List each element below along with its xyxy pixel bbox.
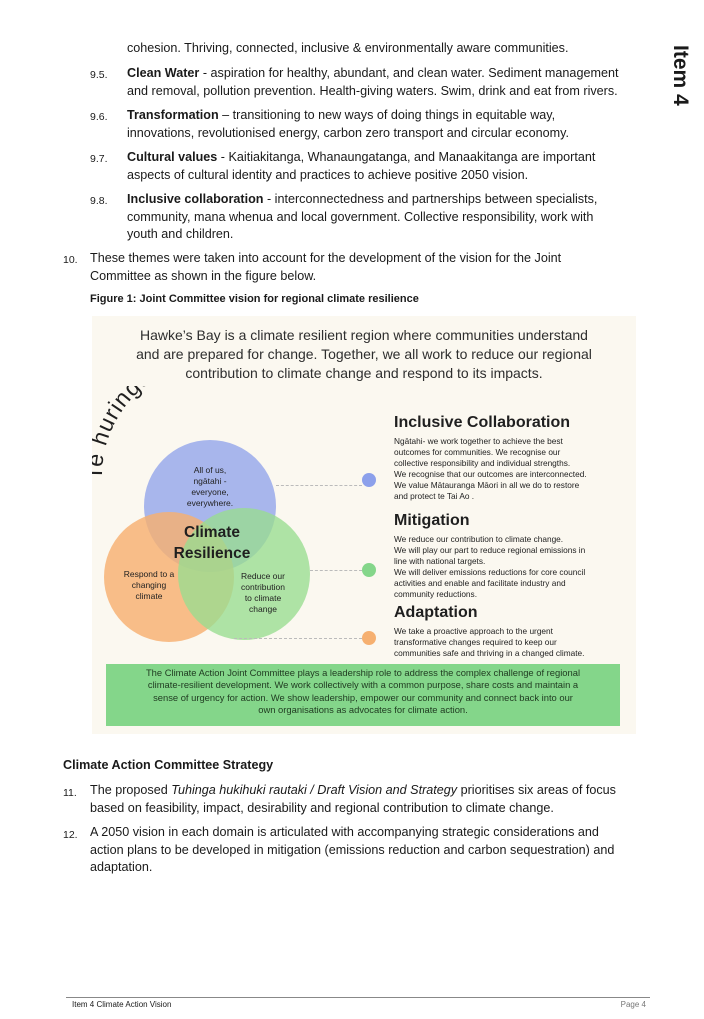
- figure-header: Hawke’s Bay is a climate resilient regio…: [92, 326, 636, 383]
- theme-text: aspects of cultural identity and practic…: [127, 167, 529, 182]
- label-line: contribution: [241, 582, 285, 592]
- theme-inclusive-collaboration: Inclusive collaboration - interconnected…: [127, 191, 597, 244]
- sec-line: We recognise that our outcomes are inter…: [394, 469, 587, 479]
- band-line: The Climate Action Joint Committee plays…: [145, 667, 581, 678]
- band-line: own organisations as advocates for clima…: [258, 704, 468, 716]
- label-line: All of us,: [193, 465, 227, 475]
- green-circle-label: Reduce our contribution to climate chang…: [226, 571, 300, 615]
- page-number: Page 4: [620, 1000, 646, 1009]
- connector-line: [310, 570, 362, 571]
- blue-dot-icon: [362, 473, 376, 487]
- theme-text: - Kaitiakitanga, Whanaungatanga, and Man…: [217, 150, 596, 164]
- blue-circle-label: All of us, ngātahi - everyone, everywher…: [172, 465, 248, 509]
- label-line: everywhere.: [186, 498, 234, 508]
- band-line: sense of urgency for action. We show lea…: [153, 691, 573, 703]
- label-line: change: [249, 604, 277, 614]
- theme-cultural-values: Cultural values - Kaitiakitanga, Whanaun…: [127, 149, 595, 184]
- label-line: ngātahi -: [193, 476, 227, 486]
- section-text-mitigation: We reduce our contribution to climate ch…: [394, 534, 630, 600]
- para-line: adaptation.: [90, 860, 153, 874]
- sec-line: line with national targets.: [394, 556, 486, 566]
- sec-line: Ngātahi- we work together to achieve the…: [394, 436, 563, 446]
- strategy-title: Tuhinga hukihuki rautaki / Draft Vision …: [171, 783, 458, 797]
- sec-line: community reductions.: [394, 589, 478, 599]
- sec-line: We will play our part to reduce regional…: [394, 545, 586, 555]
- circle-reduce: [178, 508, 310, 640]
- para-text: The proposed: [90, 783, 172, 797]
- item-side-tab: Item 4: [669, 44, 692, 106]
- label-line: climate: [135, 591, 163, 601]
- theme-text: - interconnectedness and partnerships be…: [263, 192, 598, 206]
- section-heading-inclusive: Inclusive Collaboration: [394, 414, 571, 431]
- sec-line: collective responsibility and individual…: [394, 458, 571, 468]
- connector-line: [276, 485, 362, 486]
- para-line: A 2050 vision in each domain is articula…: [90, 825, 599, 839]
- vision-figure: Hawke’s Bay is a climate resilient regio…: [92, 316, 636, 734]
- theme-text: community, mana whenua and local governm…: [127, 209, 594, 224]
- theme-title: Inclusive collaboration: [127, 192, 264, 206]
- core-line: Climate: [184, 524, 240, 541]
- sec-line: transformative changes required to keep …: [394, 637, 557, 647]
- theme-title: Clean Water: [127, 66, 200, 80]
- theme-text: - aspiration for healthy, abundant, and …: [199, 66, 619, 80]
- section-heading: Climate Action Committee Strategy: [63, 758, 274, 772]
- label-line: Reduce our: [241, 571, 285, 581]
- sec-line: activities and enable and facilitate ind…: [394, 578, 566, 588]
- theme-number: 9.8.: [90, 195, 108, 207]
- header-line: contribution to climate change and respo…: [185, 365, 543, 381]
- paragraph-12: A 2050 vision in each domain is articula…: [90, 824, 614, 877]
- theme-transformation: Transformation – transitioning to new wa…: [127, 107, 569, 142]
- para-line: based on feasibility, impact, desirabili…: [90, 800, 554, 815]
- section-heading-mitigation: Mitigation: [394, 512, 470, 529]
- para-number: 11.: [63, 787, 77, 799]
- para-number: 10.: [63, 254, 78, 266]
- green-dot-icon: [362, 563, 376, 577]
- para-line: Committee as shown in the figure below.: [90, 268, 317, 283]
- climate-resilience-core: Climate Resilience: [154, 522, 270, 564]
- section-text-inclusive: Ngātahi- we work together to achieve the…: [394, 436, 630, 502]
- theme-number: 9.5.: [90, 69, 108, 81]
- orange-dot-icon: [362, 631, 376, 645]
- header-line: Hawke’s Bay is a climate resilient regio…: [140, 327, 588, 343]
- sec-line: We will deliver emissions reductions for…: [394, 567, 586, 577]
- theme-clean-water: Clean Water - aspiration for healthy, ab…: [127, 65, 618, 100]
- theme-title: Transformation: [127, 108, 219, 122]
- label-line: Respond to a: [123, 569, 175, 579]
- sec-line: communities safe and thriving in a chang…: [394, 648, 585, 658]
- theme-text: and removal, pollution prevention. Healt…: [127, 83, 618, 98]
- theme-text: innovations, revolutionised energy, carb…: [127, 125, 569, 140]
- sec-line: We take a proactive approach to the urge…: [394, 626, 553, 636]
- theme-number: 9.6.: [90, 111, 108, 123]
- theme-text: youth and children.: [127, 227, 234, 241]
- theme-title: Cultural values: [127, 150, 218, 164]
- sec-line: and protect te Tai Ao .: [394, 491, 475, 501]
- section-text-adaptation: We take a proactive approach to the urge…: [394, 626, 630, 659]
- paragraph-11: The proposed Tuhinga hukihuki rautaki / …: [90, 782, 616, 817]
- sec-line: We reduce our contribution to climate ch…: [394, 534, 564, 544]
- band-line: climate-resilient development. We work c…: [147, 679, 579, 691]
- paragraph-10: These themes were taken into account for…: [90, 250, 561, 285]
- figure-caption: Figure 1: Joint Committee vision for reg…: [90, 293, 419, 305]
- para-number: 12.: [63, 829, 78, 841]
- para-line: These themes were taken into account for…: [90, 251, 562, 265]
- sec-line: We value Mātauranga Māori in all we do t…: [394, 480, 580, 490]
- footer-divider: [66, 997, 650, 998]
- footer-title: Item 4 Climate Action Vision: [72, 1000, 172, 1009]
- orange-circle-label: Respond to a changing climate: [110, 569, 188, 602]
- label-line: changing: [131, 580, 167, 590]
- core-line: Resilience: [173, 545, 251, 562]
- label-line: everyone,: [191, 487, 229, 497]
- sec-line: outcomes for communities. We recognise o…: [394, 447, 561, 457]
- para-text: prioritises six areas of focus: [457, 783, 616, 797]
- intro-line: cohesion. Thriving, connected, inclusive…: [127, 41, 569, 55]
- section-heading-adaptation: Adaptation: [394, 604, 478, 621]
- header-line: and are prepared for change. Together, w…: [136, 346, 592, 362]
- joint-committee-statement: The Climate Action Joint Committee plays…: [106, 664, 620, 726]
- para-line: action plans to be developed in mitigati…: [90, 842, 615, 857]
- theme-text: – transitioning to new ways of doing thi…: [218, 108, 556, 122]
- connector-line: [234, 638, 362, 639]
- label-line: to climate: [244, 593, 282, 603]
- theme-number: 9.7.: [90, 153, 108, 165]
